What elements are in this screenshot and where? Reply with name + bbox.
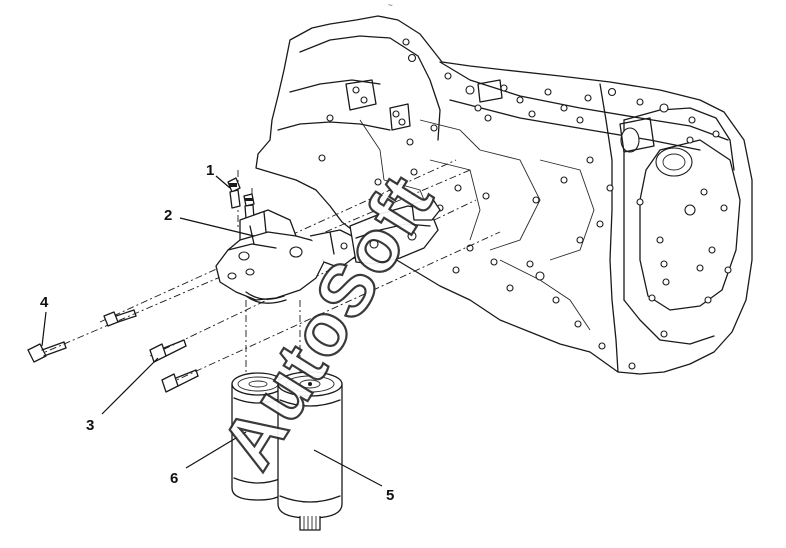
callout-4: 4 [40,294,49,347]
callout-3: 3 [86,357,159,434]
fuel-filter-left [231,372,285,501]
svg-text:4: 4 [40,294,49,311]
callout-1: 1 [206,162,231,189]
mounting-bolts-short [149,339,199,393]
fuel-filter-right [277,371,343,531]
svg-text:2: 2 [164,207,172,224]
callout-6: 6 [170,431,247,487]
fitting-valves [227,177,255,220]
top-mark: ~ [388,1,393,10]
mounting-bolts-long [27,309,137,363]
filter-head-bracket [215,197,441,304]
callout-2: 2 [164,207,255,237]
engine-holes [318,38,732,370]
svg-text:3: 3 [86,417,94,434]
callout-5: 5 [313,449,394,504]
svg-text:6: 6 [170,470,178,487]
svg-text:5: 5 [386,487,394,504]
svg-text:1: 1 [206,162,214,179]
